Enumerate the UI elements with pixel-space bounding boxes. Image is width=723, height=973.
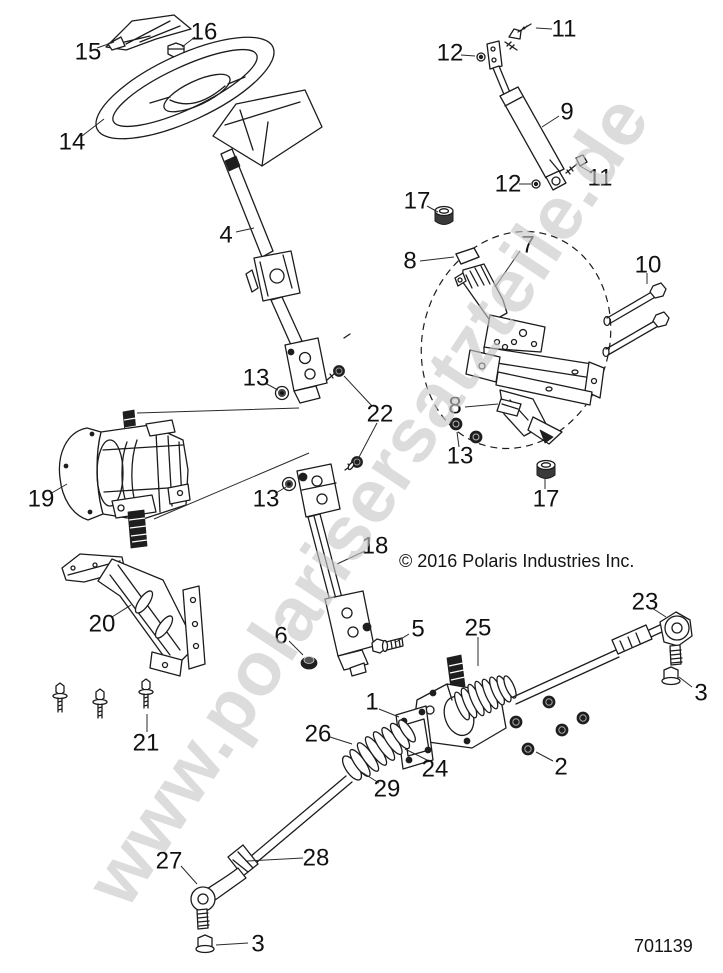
copyright-text: © 2016 Polaris Industries Inc. [399, 551, 635, 571]
bolts-21-part [52, 678, 154, 719]
bolt-5-part [371, 637, 404, 654]
steering-damper-part [476, 23, 588, 191]
support-bracket-part [61, 553, 206, 677]
callout-label-21: 21 [133, 730, 160, 757]
callout-label-17: 17 [533, 486, 560, 513]
callout-label-24: 24 [422, 756, 449, 783]
callout-label-29: 29 [374, 776, 401, 803]
leader-lines [49, 27, 693, 946]
long-bolts-10-part [602, 282, 670, 358]
tie-rod-right-part [512, 623, 665, 705]
callout-label-11: 11 [588, 165, 613, 192]
flange-nut-6-part [300, 656, 318, 670]
callout-label-3: 3 [251, 931, 264, 958]
callout-label-14: 14 [59, 129, 86, 156]
flange-nuts-13-bracket-part [449, 417, 483, 444]
bushing-8-top-part [455, 247, 480, 265]
power-steering-unit-part [58, 409, 191, 549]
callout-label-26: 26 [305, 721, 332, 748]
callout-label-15: 15 [75, 39, 102, 66]
bushing-8-bottom-part [496, 398, 522, 417]
drawing-number: 701139 [634, 936, 693, 956]
callout-label-13: 13 [447, 443, 474, 470]
callout-label-10: 10 [635, 252, 662, 279]
callout-label-20: 20 [89, 611, 116, 638]
tick-mark [343, 333, 351, 339]
callout-label-11: 11 [552, 16, 577, 43]
callout-label-2: 2 [554, 754, 567, 781]
upper-steering-shaft-part [220, 148, 328, 404]
nut-3-bottom-part [195, 934, 215, 954]
flange-nuts-2-part [509, 695, 590, 756]
callout-labels: 1233456788910111112121313131415161717181… [28, 16, 708, 958]
tie-rod-left-part [227, 775, 353, 877]
steering-wheel-part [95, 36, 323, 167]
callout-label-23: 23 [632, 589, 659, 616]
callout-label-6: 6 [274, 623, 287, 650]
spacer-bushing-17-bottom-part [536, 459, 556, 479]
steering-wheel-cover-part [105, 14, 192, 51]
bellows-boot-25-part [453, 675, 517, 721]
callout-label-16: 16 [191, 19, 218, 46]
callout-label-3: 3 [694, 680, 707, 707]
callout-label-28: 28 [303, 845, 330, 872]
callout-label-13: 13 [243, 365, 270, 392]
spacer-bushing-17-top-part [434, 205, 454, 225]
callout-label-1: 1 [365, 689, 378, 716]
callout-label-18: 18 [362, 533, 389, 560]
callout-label-25: 25 [465, 615, 492, 642]
callout-label-27: 27 [156, 848, 183, 875]
callout-label-17: 17 [404, 188, 431, 215]
callout-label-9: 9 [560, 99, 573, 126]
tie-rod-end-27-part [190, 867, 247, 930]
nut-13-upper-part [274, 385, 290, 401]
callout-label-8: 8 [448, 393, 461, 420]
callout-label-13: 13 [253, 486, 280, 513]
callout-label-8: 8 [403, 248, 416, 275]
callout-label-7: 7 [521, 232, 534, 259]
callout-label-5: 5 [411, 616, 424, 643]
callout-label-19: 19 [28, 486, 55, 513]
nut-3-right-part [661, 666, 681, 686]
lower-steering-shaft-part [296, 463, 375, 677]
nut-13-mid-part [281, 476, 297, 492]
column-mount-bracket-part [454, 247, 605, 445]
callout-label-22: 22 [367, 401, 394, 428]
tie-rod-end-23-part [659, 611, 693, 666]
bolts-22-part [326, 365, 363, 471]
reference-lines [136, 407, 310, 520]
callout-label-12: 12 [437, 40, 464, 67]
callout-label-12: 12 [495, 171, 522, 198]
callout-label-4: 4 [219, 222, 232, 249]
bellows-boot-26-part [341, 719, 416, 781]
